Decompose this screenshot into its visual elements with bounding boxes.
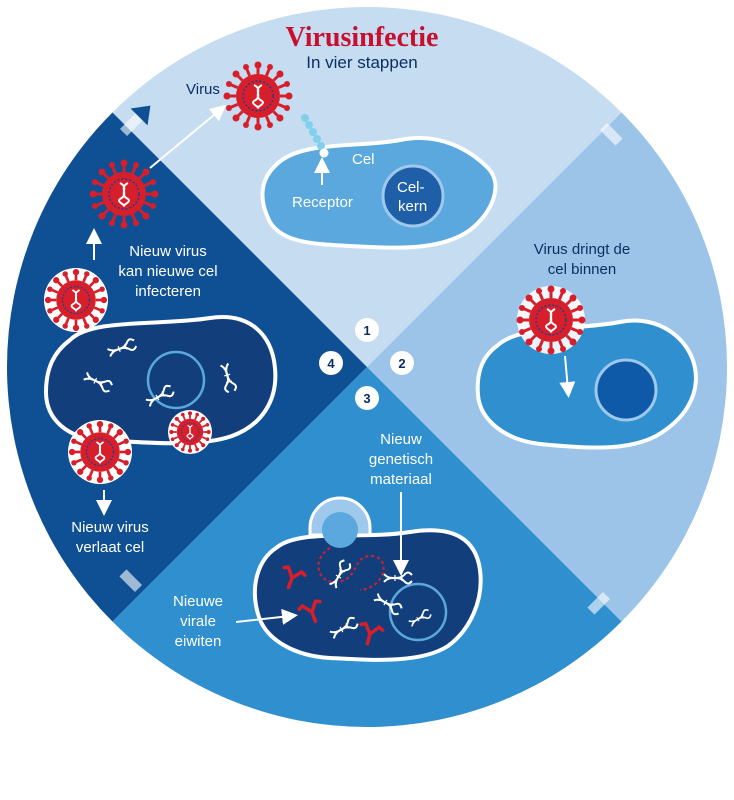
- label-celkern-2: kern: [398, 198, 427, 215]
- step4-virus-budding-small: [168, 410, 212, 454]
- label-virus: Virus: [186, 81, 220, 98]
- label-nieuw-gen-1: Nieuw: [380, 431, 422, 448]
- label-verlaat-2: verlaat cel: [76, 539, 144, 556]
- step2-cell: [475, 318, 698, 450]
- step3-nucleus: [388, 582, 448, 642]
- svg-text:3: 3: [363, 391, 370, 406]
- step-badge-3: 3: [355, 386, 379, 410]
- subtitle: In vier stappen: [306, 53, 418, 72]
- step4-cell: [43, 315, 278, 446]
- step1-cell: [260, 136, 498, 250]
- step2-virus: [515, 284, 587, 356]
- label-eiwit-1: Nieuwe: [173, 593, 223, 610]
- label-nieuw-gen-3: materiaal: [370, 471, 432, 488]
- step4-virus-budding-top: [43, 267, 109, 333]
- svg-text:4: 4: [327, 356, 335, 371]
- step4-virus-leaving: [67, 419, 133, 485]
- label-infect-3: infecteren: [135, 283, 201, 300]
- step1-virus: [222, 60, 294, 132]
- viral-rna: [317, 547, 385, 591]
- label-eiwit-3: eiwiten: [175, 633, 222, 650]
- virus-travel-pointer: [149, 104, 227, 169]
- label-infect-1: Nieuw virus: [129, 243, 207, 260]
- svg-text:1: 1: [363, 323, 370, 338]
- receptor: [301, 114, 329, 158]
- label-celkern-1: Cel-: [397, 179, 425, 196]
- step1-nucleus: [381, 164, 445, 228]
- label-nieuw-gen-2: genetisch: [369, 451, 433, 468]
- step4-nucleus: [146, 350, 206, 410]
- arrow-1-to-2: [599, 122, 631, 154]
- svg-text:2: 2: [398, 356, 405, 371]
- arrow-3-to-4: [111, 561, 143, 593]
- label-dringt-1: Virus dringt de: [534, 241, 630, 258]
- step4-virus-free: [88, 158, 160, 230]
- eiwit-pointer: [235, 608, 298, 625]
- step2-nucleus: [594, 358, 658, 422]
- label-receptor: Receptor: [292, 194, 353, 211]
- arrow-4-to-1: [119, 105, 151, 137]
- label-infect-2: kan nieuwe cel: [118, 263, 217, 280]
- step-badge-4: 4: [319, 351, 343, 375]
- step-badge-1: 1: [355, 318, 379, 342]
- step3-virus-entering: [308, 496, 372, 548]
- label-eiwit-2: virale: [180, 613, 216, 630]
- step2-arrow: [559, 355, 576, 398]
- step-badge-2: 2: [390, 351, 414, 375]
- label-verlaat-1: Nieuw virus: [71, 519, 149, 536]
- title: Virusinfectie: [286, 22, 439, 53]
- label-dringt-2: cel binnen: [548, 261, 616, 278]
- label-cel: Cel: [352, 151, 375, 168]
- arrow-2-to-3: [579, 591, 611, 623]
